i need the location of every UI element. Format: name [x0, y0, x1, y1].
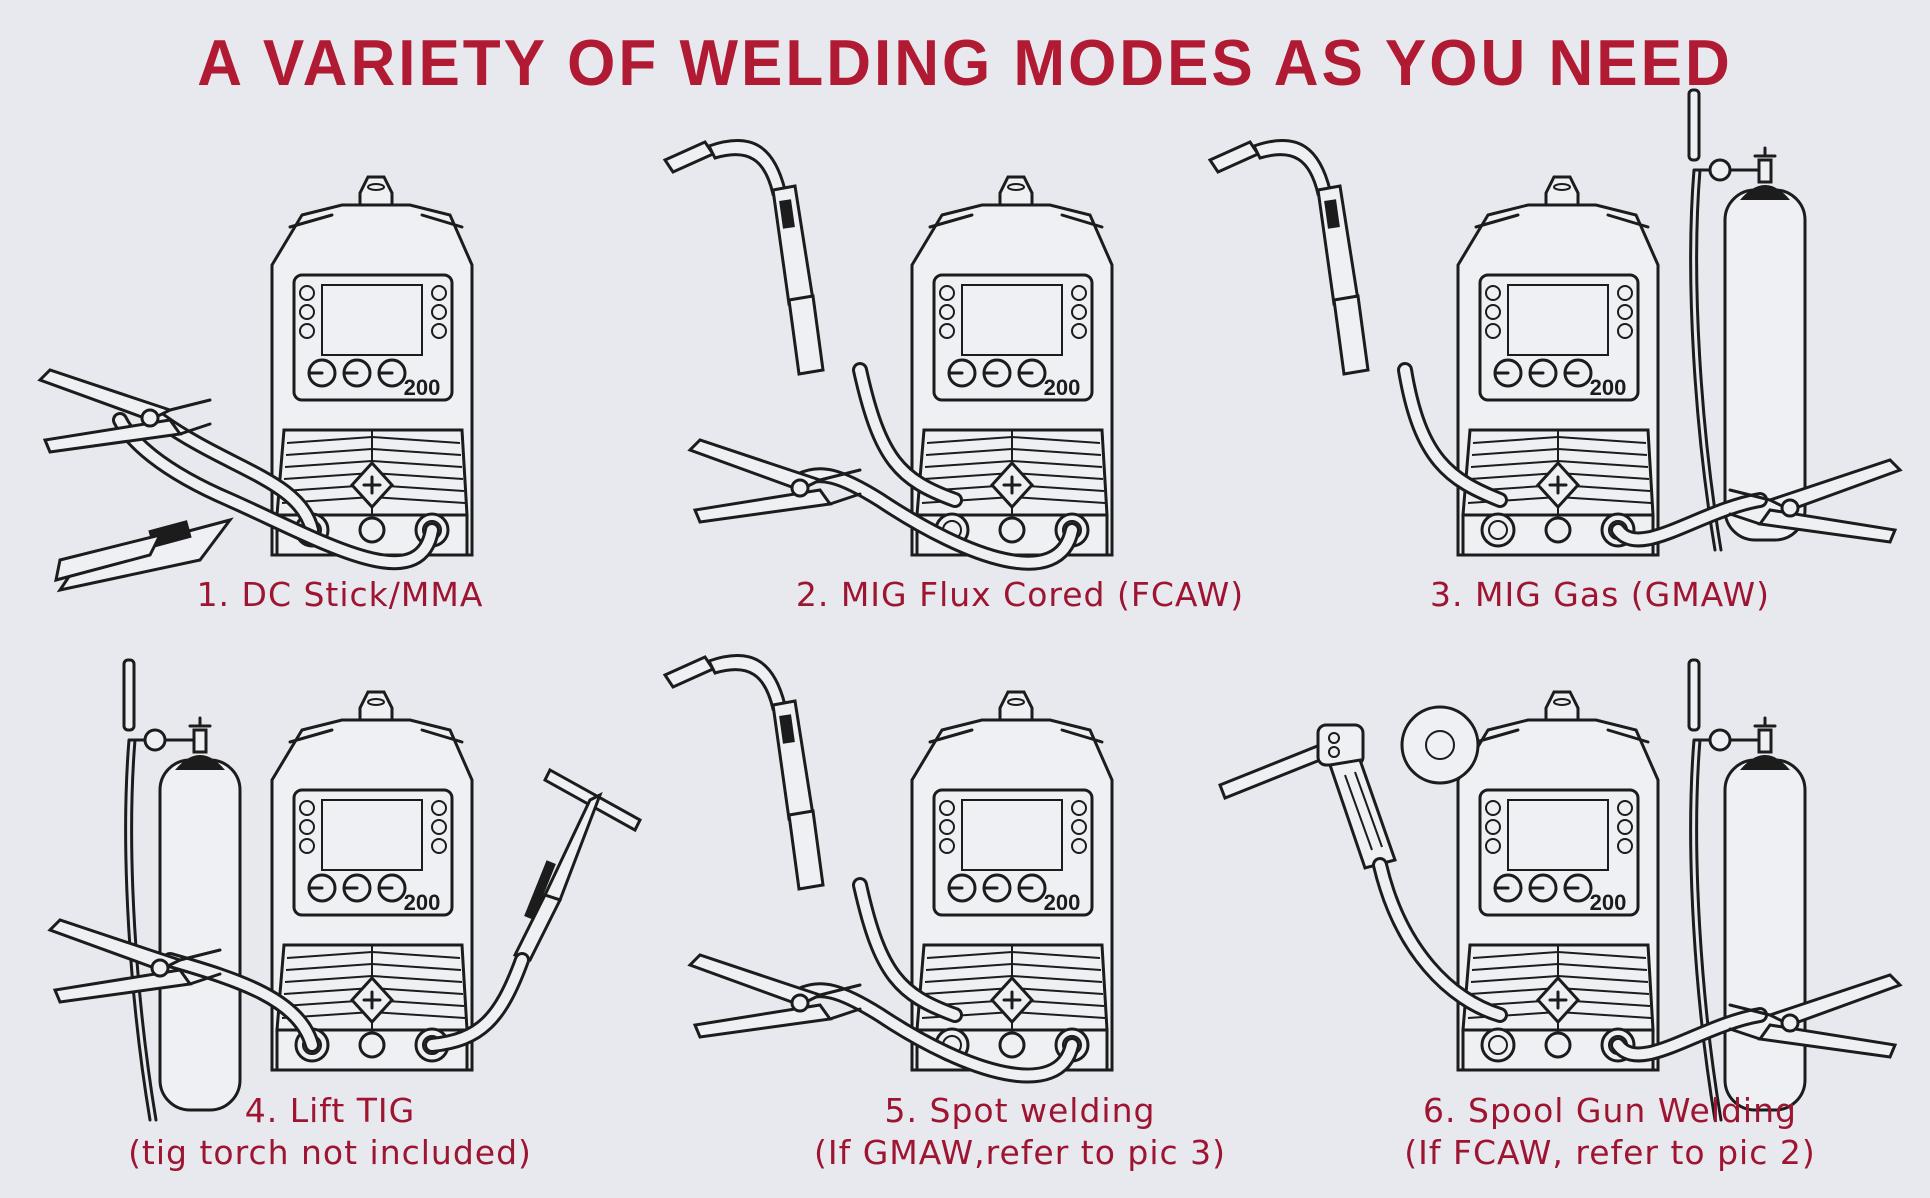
mode-5-caption: 5. Spot welding (If GMAW,refer to pic 3): [770, 1090, 1270, 1174]
mode-3-caption: 3. MIG Gas (GMAW): [1400, 574, 1800, 616]
mig-torch: [1208, 138, 1370, 376]
mode-5-illustration: [663, 653, 1114, 1084]
mode-6-caption: 6. Spool Gun Welding (If FCAW, refer to …: [1360, 1090, 1860, 1174]
mode-4-caption: 4. Lift TIG (tig torch not included): [100, 1090, 560, 1174]
mode-caption-note: (If FCAW, refer to pic 2): [1404, 1133, 1816, 1172]
mode-caption-title: 2. MIG Flux Cored (FCAW): [795, 575, 1245, 614]
mode-caption-note: (If GMAW,refer to pic 3): [813, 1133, 1226, 1172]
mig-torch: [663, 653, 825, 891]
mode-caption-title: 1. DC Stick/MMA: [196, 575, 484, 614]
mode-2-caption: 2. MIG Flux Cored (FCAW): [770, 574, 1270, 616]
gas-cylinder: [122, 658, 242, 1122]
mode-caption-title: 3. MIG Gas (GMAW): [1430, 575, 1770, 614]
electrode-holder: [54, 517, 234, 593]
gas-cylinder: [1687, 658, 1807, 1122]
gas-cylinder: [1687, 88, 1807, 552]
mode-1-illustration: [38, 175, 474, 593]
mode-4-illustration: [48, 658, 642, 1122]
spool-gun: [1218, 705, 1508, 1023]
mig-torch: [663, 138, 825, 376]
tig-torch: [424, 767, 642, 1053]
mode-caption-title: 6. Spool Gun Welding: [1423, 1091, 1797, 1130]
mode-caption-title: 4. Lift TIG: [244, 1091, 416, 1130]
mode-caption-title: 5. Spot welding: [884, 1091, 1156, 1130]
mode-3-illustration: [1208, 88, 1902, 557]
mode-6-illustration: [1218, 658, 1902, 1122]
page-title: A VARIETY OF WELDING MODES AS YOU NEED: [197, 27, 1733, 100]
mode-caption-note: (tig torch not included): [128, 1133, 532, 1172]
mode-2-illustration: [663, 138, 1114, 571]
mode-1-caption: 1. DC Stick/MMA: [150, 574, 530, 616]
